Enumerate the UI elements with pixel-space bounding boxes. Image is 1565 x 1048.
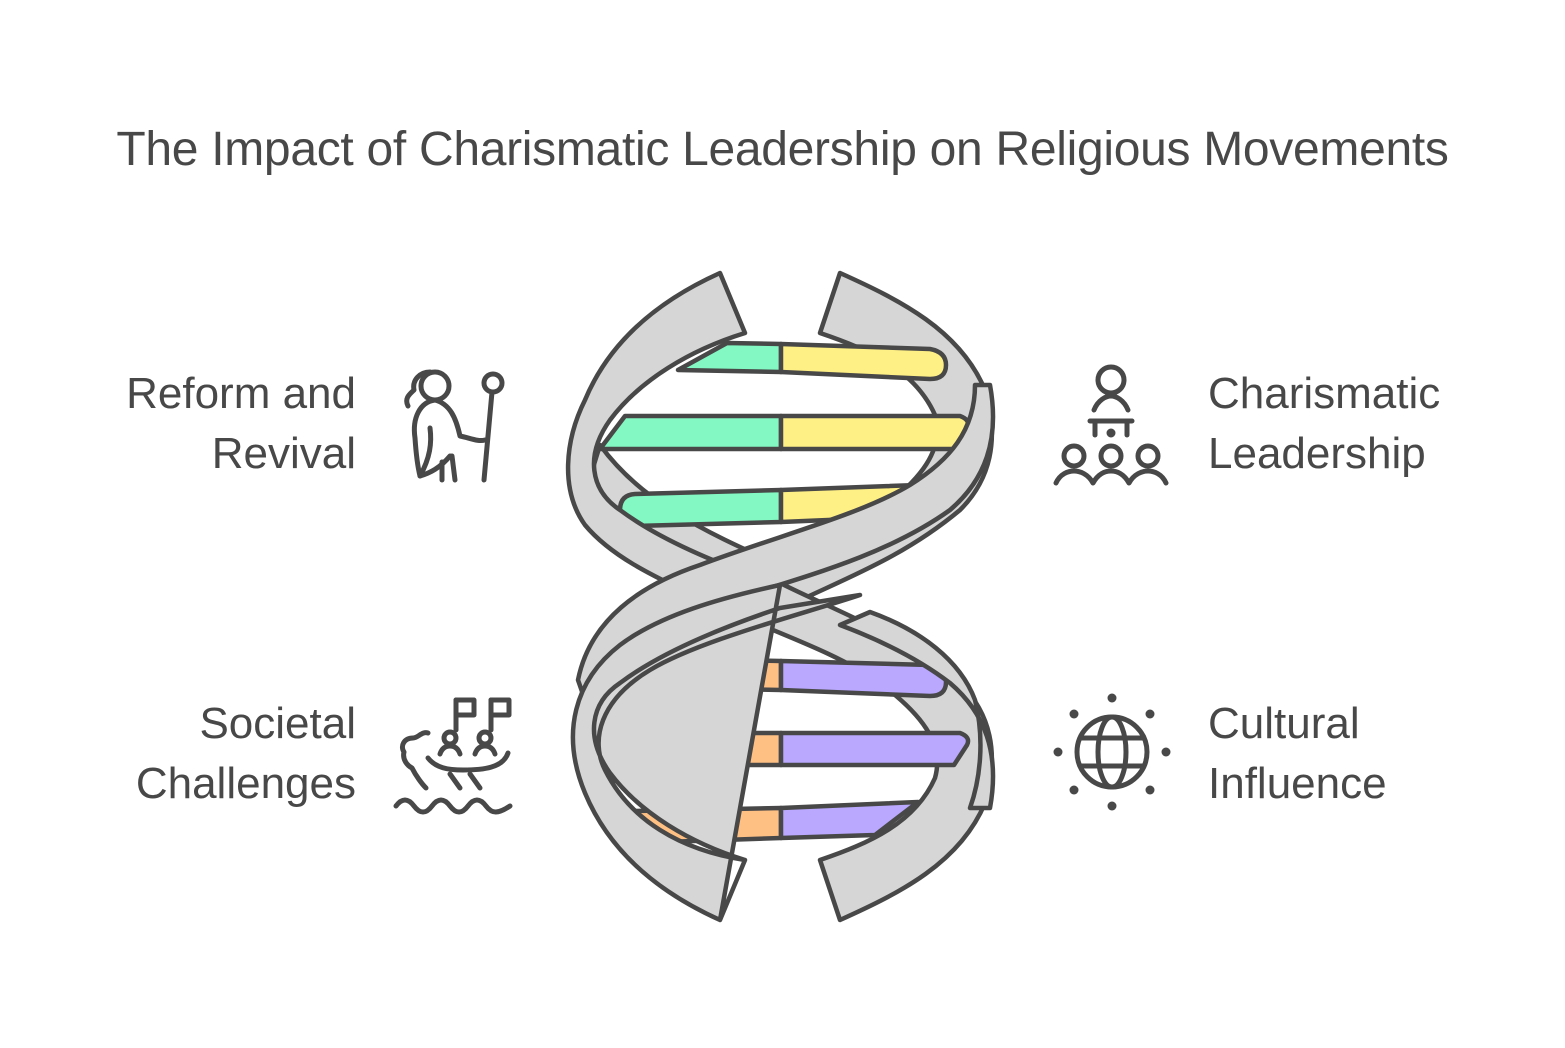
rung-top-1-right [778, 341, 949, 382]
rung-bottom-1-right [778, 658, 949, 699]
rung-top-3-left [617, 487, 784, 529]
diagram-title: The Impact of Charismatic Leadership on … [116, 123, 1449, 176]
label-charismatic-leadership: Charismatic Leadership [1208, 369, 1441, 478]
figure-with-staff-icon [390, 358, 520, 488]
label-cultural-influence: Cultural Influence [1208, 699, 1387, 808]
label-societal-challenges: Societal Challenges [135, 699, 356, 808]
rung-bottom-3-right [778, 799, 921, 841]
rung-bottom-2-right [778, 730, 971, 768]
boat-with-people-icon [388, 688, 518, 818]
globe-icon [1048, 688, 1178, 818]
label-reform-and-revival: Reform and Revival [126, 369, 356, 478]
rung-top-2-right [778, 413, 971, 452]
rung-top-2-left [597, 413, 784, 452]
speaker-audience-icon [1048, 358, 1178, 488]
strand-front-bottom-right [837, 609, 996, 811]
strand-front-bottom-left [570, 582, 863, 923]
